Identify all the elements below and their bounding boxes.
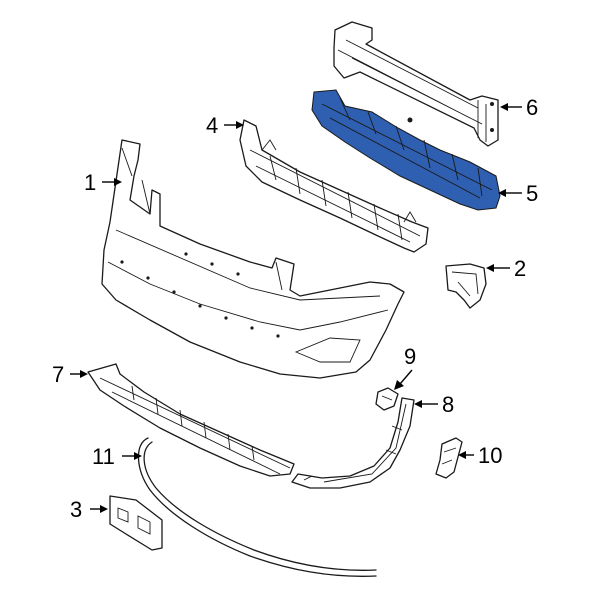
callout-1[interactable]: 1 bbox=[84, 170, 96, 195]
part-3-license-plate-bracket[interactable] bbox=[109, 495, 163, 551]
callout-labels: 1 2 3 4 5 6 7 8 9 10 11 bbox=[52, 95, 538, 522]
part-9-clip[interactable] bbox=[375, 387, 399, 411]
part-7-lower-valance[interactable] bbox=[87, 363, 295, 477]
callout-4[interactable]: 4 bbox=[206, 113, 218, 138]
part-8-lower-trim[interactable] bbox=[291, 397, 415, 489]
part-10-bracket[interactable] bbox=[435, 437, 463, 479]
callout-3[interactable]: 3 bbox=[70, 497, 82, 522]
callout-11[interactable]: 11 bbox=[92, 444, 115, 469]
part-1-bumper-cover[interactable] bbox=[101, 139, 405, 379]
callout-9[interactable]: 9 bbox=[404, 344, 416, 369]
callout-2[interactable]: 2 bbox=[514, 256, 526, 281]
part-6-reinforcement-bar[interactable] bbox=[333, 21, 499, 147]
callout-6[interactable]: 6 bbox=[526, 95, 538, 120]
callout-8[interactable]: 8 bbox=[442, 392, 454, 417]
part-5-energy-absorber[interactable] bbox=[311, 89, 501, 211]
part-11-trim-strip[interactable] bbox=[137, 437, 377, 577]
part-4-bracket[interactable] bbox=[239, 119, 429, 253]
leader-lines bbox=[70, 103, 522, 513]
mounting-holes bbox=[120, 252, 280, 338]
callout-7[interactable]: 7 bbox=[52, 362, 64, 387]
part-2-side-bracket[interactable] bbox=[445, 263, 487, 309]
callout-10[interactable]: 10 bbox=[478, 443, 502, 468]
callout-5[interactable]: 5 bbox=[526, 181, 538, 206]
